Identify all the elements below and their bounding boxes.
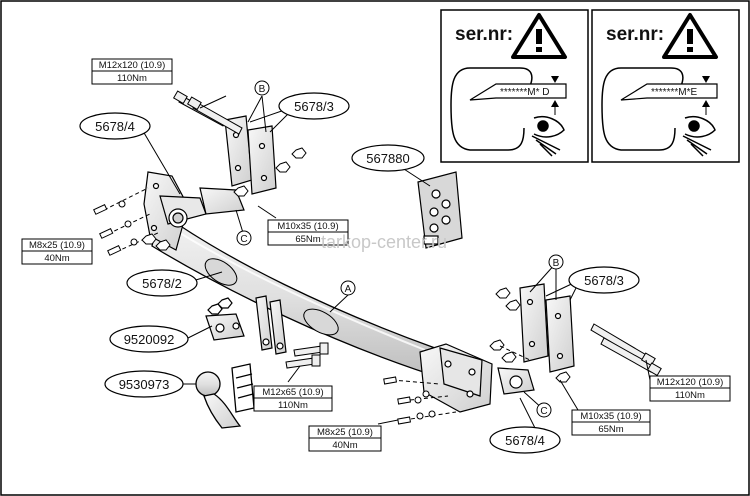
svg-text:40Nm: 40Nm — [44, 253, 69, 264]
label-9520092: 9520092 — [109, 325, 189, 353]
label-567880: 567880 — [351, 144, 425, 172]
bolts-m12x65 — [285, 342, 329, 369]
svg-text:B: B — [553, 258, 560, 269]
warning-icon — [511, 13, 567, 59]
right-top-bracket — [519, 283, 575, 373]
serial-code-left: *******M* D — [500, 87, 549, 98]
nuts-top — [233, 147, 307, 197]
marker-b-right: B — [548, 254, 564, 270]
svg-text:M12x120 (10.9): M12x120 (10.9) — [657, 377, 724, 388]
svg-text:567880: 567880 — [366, 151, 409, 166]
svg-text:M10x35 (10.9): M10x35 (10.9) — [580, 411, 641, 422]
marker-b-top: B — [254, 80, 270, 96]
marker-a: A — [340, 280, 356, 296]
spec-box-m8x25-left: M8x25 (10.9) 40Nm — [21, 238, 93, 265]
right-side-bracket — [419, 343, 535, 413]
spec-box-m10x35-right: M10x35 (10.9) 65Nm — [571, 409, 651, 436]
eye-icon — [531, 116, 565, 157]
serial-title-left: ser.nr: — [455, 24, 513, 45]
svg-text:C: C — [240, 234, 247, 245]
bottom-small-bolts — [383, 376, 457, 425]
electric-kit-part — [417, 171, 463, 249]
svg-text:B: B — [259, 84, 266, 95]
label-5678-4-top: 5678/4 — [79, 112, 151, 140]
svg-text:M8x25 (10.9): M8x25 (10.9) — [317, 427, 373, 438]
tube-clamp — [255, 295, 287, 355]
svg-text:110Nm: 110Nm — [675, 390, 705, 401]
svg-text:A: A — [345, 284, 352, 295]
marker-c-top: C — [236, 230, 252, 246]
svg-text:65Nm: 65Nm — [598, 424, 623, 435]
spec-box-m12x120-top: M12x120 (10.9) 110Nm — [91, 58, 173, 85]
eye-icon — [682, 116, 716, 157]
top-bracket — [199, 115, 277, 215]
watermark: tarkop-center.ru — [321, 232, 447, 252]
svg-text:9520092: 9520092 — [124, 332, 175, 347]
svg-text:5678/4: 5678/4 — [95, 119, 135, 134]
spec-box-m12x65: M12x65 (10.9) 110Nm — [253, 385, 333, 412]
svg-text:5678/2: 5678/2 — [142, 276, 182, 291]
left-side-bracket — [143, 171, 207, 251]
svg-text:M12x120 (10.9): M12x120 (10.9) — [99, 60, 166, 71]
warning-icon — [662, 13, 718, 59]
svg-text:5678/4: 5678/4 — [505, 433, 545, 448]
svg-text:M10x35 (10.9): M10x35 (10.9) — [277, 221, 338, 232]
long-bolts-top — [172, 90, 243, 135]
label-5678-3-top: 5678/3 — [278, 92, 350, 120]
svg-text:5678/3: 5678/3 — [584, 273, 624, 288]
serial-panel-right: ser.nr: *******M*E — [591, 9, 740, 163]
spec-box-m12x120-right: M12x120 (10.9) 110Nm — [649, 375, 731, 402]
clamp-part — [205, 297, 245, 341]
spec-box-m8x25-bottom: M8x25 (10.9) 40Nm — [308, 425, 382, 452]
label-5678-2: 5678/2 — [126, 269, 198, 297]
svg-text:65Nm: 65Nm — [295, 234, 320, 245]
svg-text:5678/3: 5678/3 — [294, 99, 334, 114]
svg-text:9530973: 9530973 — [119, 377, 170, 392]
serial-panel-left: ser.nr: *******M* D — [440, 9, 589, 163]
long-bolts-right — [590, 323, 662, 377]
svg-text:40Nm: 40Nm — [332, 440, 357, 451]
crossbar-tube — [151, 210, 450, 382]
left-small-bolts — [93, 187, 171, 256]
svg-text:M12x65 (10.9): M12x65 (10.9) — [262, 387, 323, 398]
svg-text:110Nm: 110Nm — [278, 400, 308, 411]
spec-box-m10x35-top: M10x35 (10.9) 65Nm — [267, 219, 349, 246]
label-5678-4-bottom: 5678/4 — [489, 426, 561, 454]
svg-text:M8x25 (10.9): M8x25 (10.9) — [29, 240, 85, 251]
marker-c-right: C — [536, 402, 552, 418]
nuts-right — [489, 287, 571, 383]
serial-code-right: *******M*E — [651, 87, 697, 98]
label-5678-3-right: 5678/3 — [568, 266, 640, 294]
towball-part — [195, 363, 255, 429]
svg-text:C: C — [540, 406, 547, 417]
serial-title-right: ser.nr: — [606, 24, 664, 45]
label-9530973: 9530973 — [104, 370, 184, 398]
svg-text:110Nm: 110Nm — [117, 73, 147, 84]
